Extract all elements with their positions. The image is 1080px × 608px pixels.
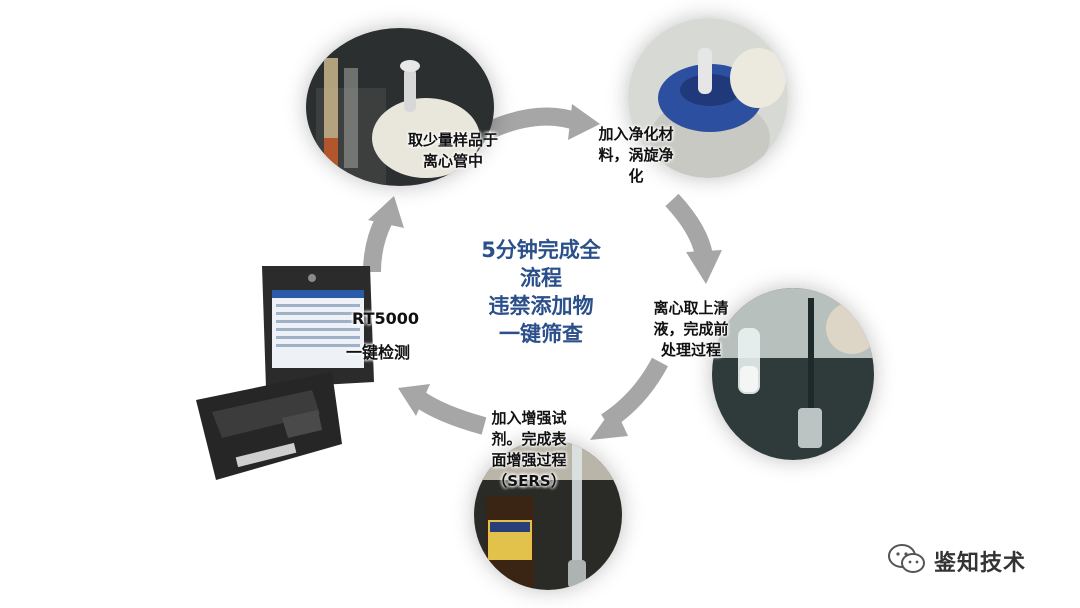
step1-photo — [306, 28, 494, 186]
step1-label: 取少量样品于 离心管中 — [407, 131, 498, 170]
step2-label: 加入净化材 料，涡旋净 化 — [598, 125, 674, 185]
arrow-step2-to-step3-head — [686, 250, 722, 284]
step4-photo — [474, 440, 622, 590]
watermark-text: 鉴知技术 — [934, 551, 1027, 576]
arrow-step4-to-device — [412, 390, 487, 435]
arrow-step2-to-step3 — [665, 193, 713, 258]
arrow-step1-to-step2-head — [568, 104, 600, 140]
arrow-step4-to-device-head — [398, 384, 430, 416]
arrow-device-to-step1 — [363, 215, 393, 273]
step4-label: 加入增强试 剂。完成表 面增强过程 （SERS） — [491, 409, 567, 490]
arrow-step1-to-step2 — [486, 107, 582, 139]
arrow-step3-to-step4-head — [590, 406, 628, 440]
arrow-device-to-step1-head — [368, 196, 404, 228]
sample-tube-image — [306, 28, 494, 186]
rt5000-device-image — [196, 266, 374, 480]
step2-photo — [628, 18, 788, 178]
center-title: 5分钟完成全 流程 违禁添加物 一键筛查 — [481, 238, 601, 346]
wechat-icon — [888, 543, 926, 579]
watermark: 鉴知技术 — [888, 544, 1026, 578]
device-action-label: 一键检测 — [346, 343, 411, 362]
vortex-mixer-image — [628, 18, 788, 178]
enhancement-reagent-image — [474, 440, 622, 590]
device-model-label: RT5000 — [352, 309, 420, 328]
step3-label: 离心取上清 液，完成前 处理过程 — [653, 299, 729, 359]
